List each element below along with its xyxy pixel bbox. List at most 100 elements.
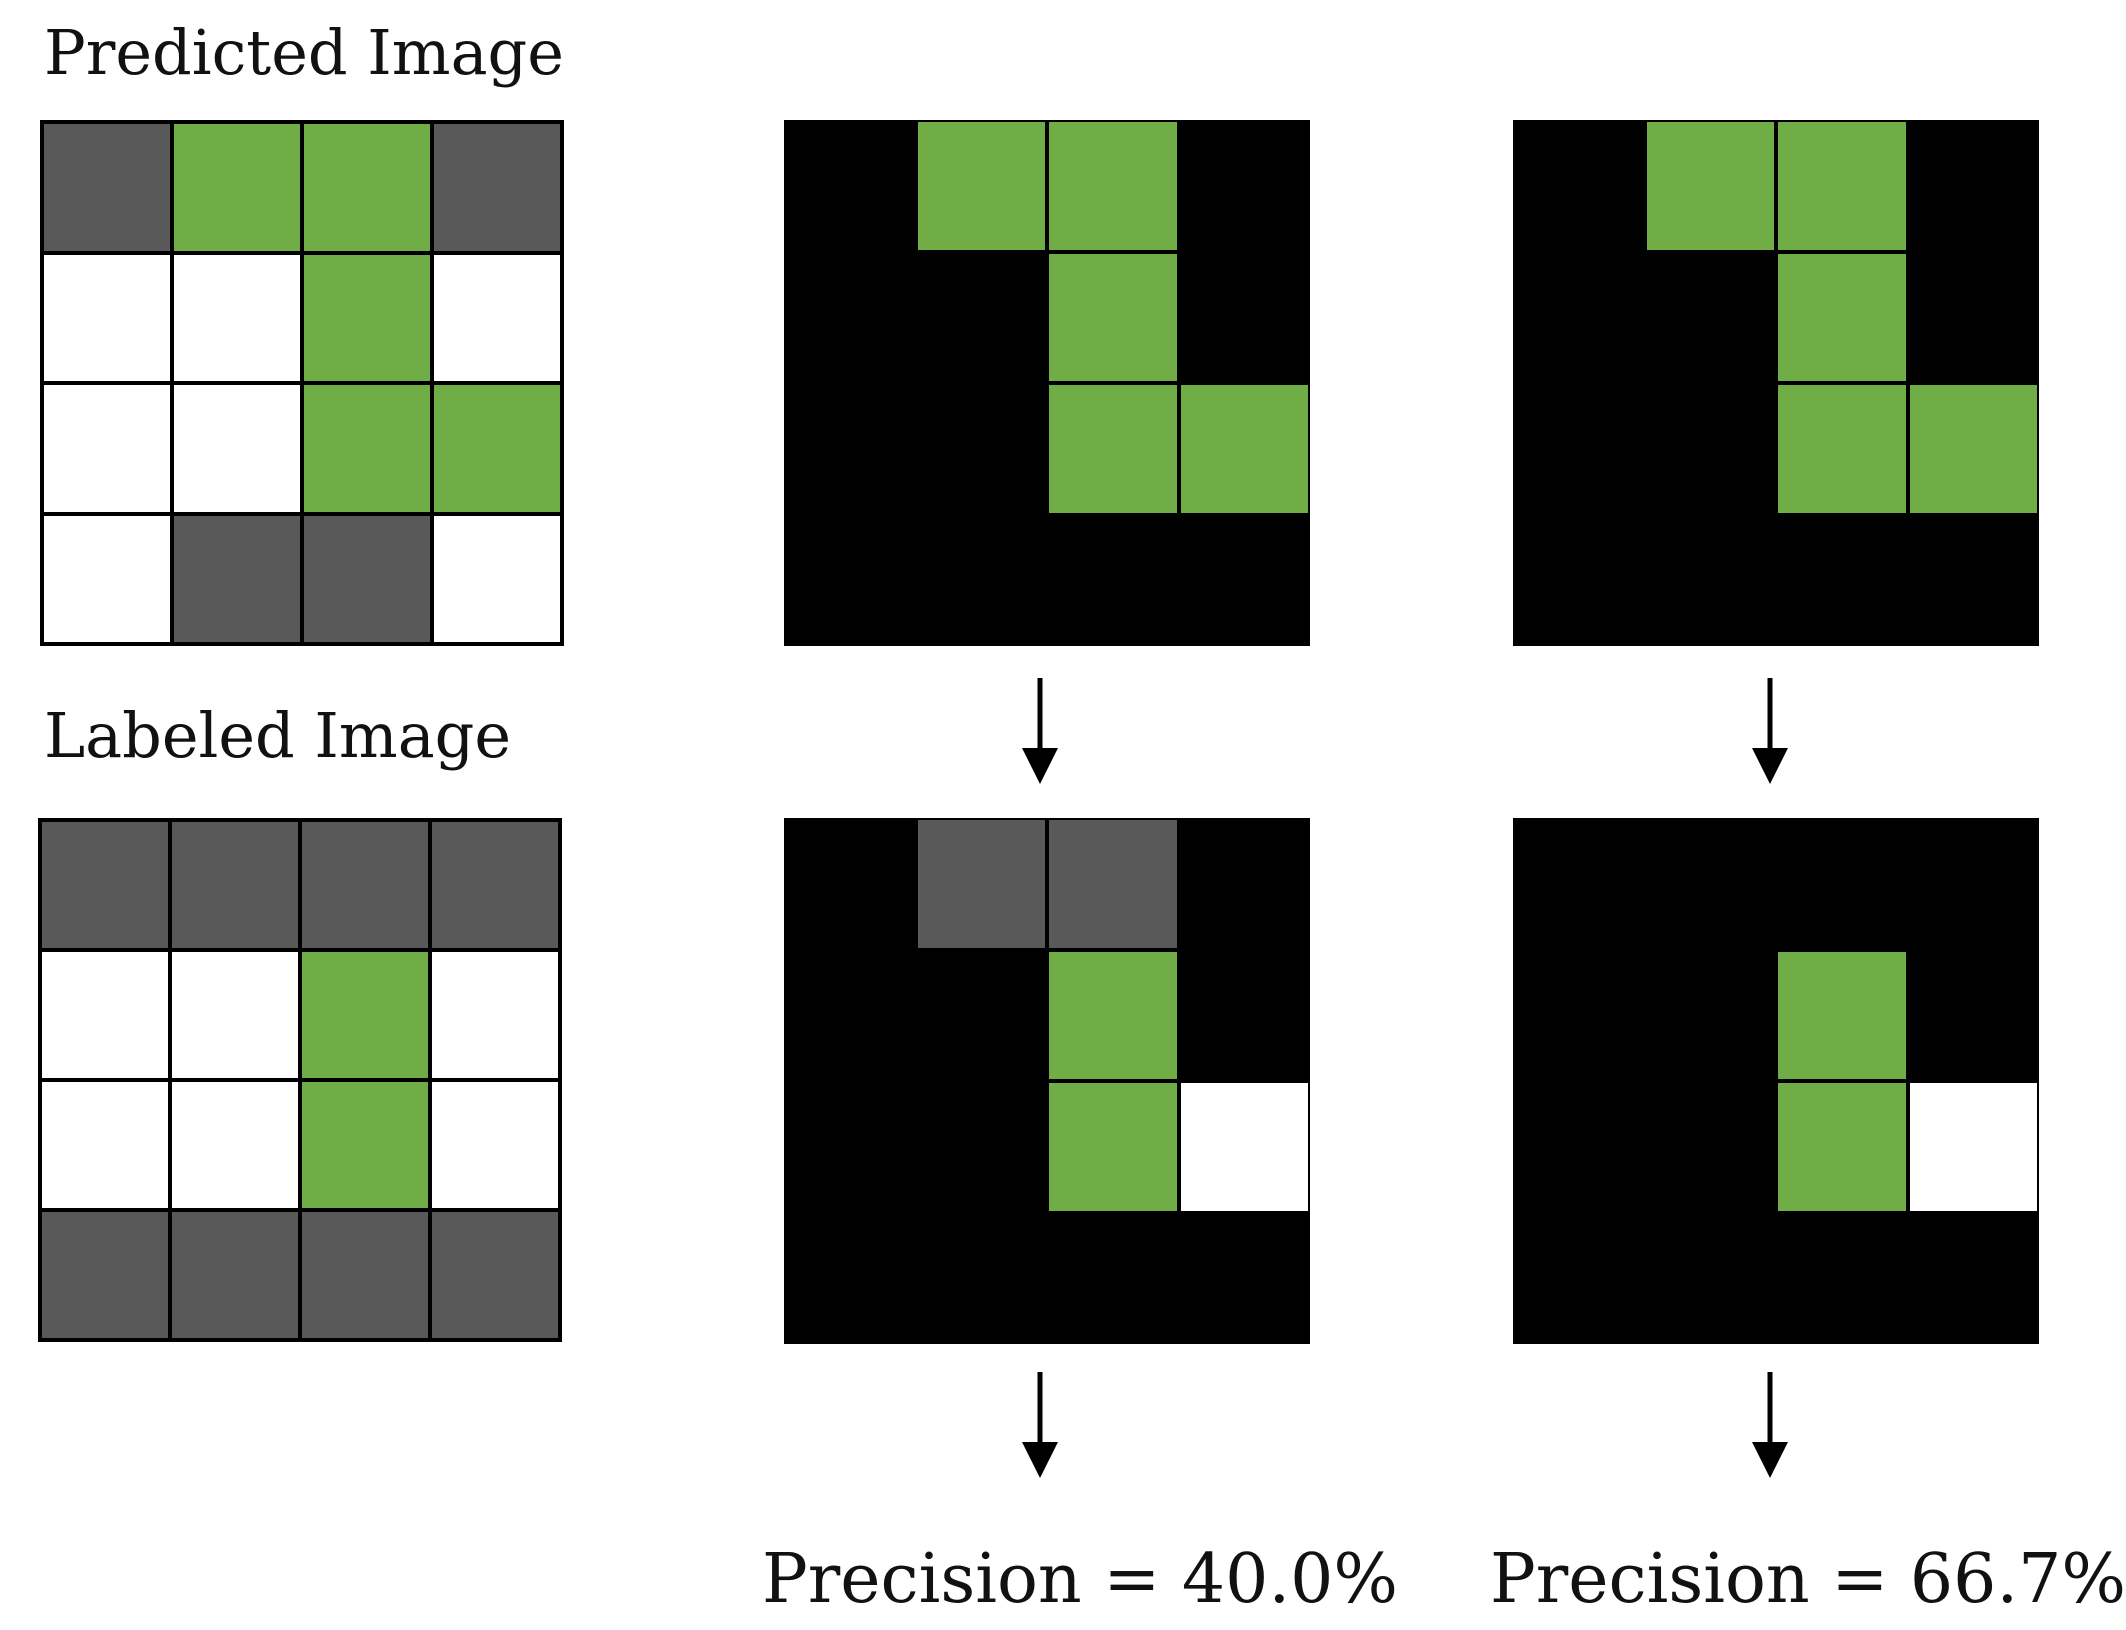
predicted-image-label: Predicted Image xyxy=(44,16,564,89)
middle-bottom-cell xyxy=(784,1212,916,1344)
middle-bottom-cell xyxy=(1047,1212,1179,1344)
middle-bottom-cell xyxy=(1047,949,1179,1081)
right-bottom-cell xyxy=(1513,818,1645,950)
labeled-cell xyxy=(432,952,558,1078)
middle-top-cell xyxy=(1047,514,1179,646)
right-top-cell xyxy=(1776,383,1908,515)
right-top-cell xyxy=(1907,383,2039,515)
middle-top-cell xyxy=(915,120,1047,252)
right-bottom-cell xyxy=(1776,1081,1908,1213)
middle-bottom-cell xyxy=(784,818,916,950)
predicted-cell xyxy=(304,124,430,251)
right-top-cell xyxy=(1644,120,1776,252)
middle-top-grid xyxy=(784,120,1310,646)
labeled-cell xyxy=(42,952,168,1078)
right-top-cell xyxy=(1907,120,2039,252)
right-top-cell xyxy=(1907,514,2039,646)
labeled-cell xyxy=(302,822,428,948)
middle-bottom-cell xyxy=(1178,818,1310,950)
middle-bottom-cell xyxy=(1047,818,1179,950)
predicted-cell xyxy=(434,254,560,381)
predicted-cell xyxy=(434,385,560,512)
labeled-cell xyxy=(172,952,298,1078)
middle-bottom-cell xyxy=(915,1081,1047,1213)
labeled-cell xyxy=(42,1082,168,1208)
right-top-cell xyxy=(1776,251,1908,383)
middle-top-cell xyxy=(1178,514,1310,646)
right-bottom-cell xyxy=(1776,818,1908,950)
predicted-cell xyxy=(44,254,170,381)
middle-bottom-cell xyxy=(1047,1081,1179,1213)
right-top-cell xyxy=(1644,383,1776,515)
middle-top-cell xyxy=(784,514,916,646)
right-top-cell xyxy=(1644,514,1776,646)
right-bottom-cell xyxy=(1776,949,1908,1081)
labeled-cell xyxy=(432,1212,558,1338)
right-bottom-grid xyxy=(1513,818,2039,1344)
right-bottom-cell xyxy=(1776,1212,1908,1344)
labeled-cell xyxy=(172,1212,298,1338)
arrow-down-icon xyxy=(1022,1372,1058,1478)
right-bottom-cell xyxy=(1907,818,2039,950)
middle-bottom-cell xyxy=(915,818,1047,950)
arrow-down-icon xyxy=(1752,1372,1788,1478)
predicted-cell xyxy=(174,124,300,251)
precision-left: Precision = 40.0% xyxy=(762,1540,1398,1619)
right-top-cell xyxy=(1513,251,1645,383)
middle-top-cell xyxy=(784,251,916,383)
right-bottom-cell xyxy=(1644,1212,1776,1344)
right-top-cell xyxy=(1776,514,1908,646)
right-bottom-cell xyxy=(1513,1081,1645,1213)
predicted-cell xyxy=(44,515,170,642)
middle-top-cell xyxy=(1047,383,1179,515)
right-top-cell xyxy=(1513,514,1645,646)
predicted-cell xyxy=(304,385,430,512)
labeled-image-label: Labeled Image xyxy=(44,699,512,772)
labeled-cell xyxy=(302,1082,428,1208)
labeled-cell xyxy=(172,822,298,948)
right-top-cell xyxy=(1513,383,1645,515)
middle-top-cell xyxy=(915,251,1047,383)
right-top-cell xyxy=(1513,120,1645,252)
labeled-cell xyxy=(432,1082,558,1208)
right-bottom-cell xyxy=(1644,818,1776,950)
right-bottom-cell xyxy=(1644,949,1776,1081)
labeled-cell xyxy=(302,1212,428,1338)
right-bottom-cell xyxy=(1513,949,1645,1081)
right-bottom-cell xyxy=(1907,949,2039,1081)
middle-bottom-cell xyxy=(915,1212,1047,1344)
right-bottom-cell xyxy=(1644,1081,1776,1213)
middle-top-cell xyxy=(784,383,916,515)
predicted-cell xyxy=(174,385,300,512)
right-bottom-cell xyxy=(1907,1081,2039,1213)
predicted-cell xyxy=(174,515,300,642)
right-top-cell xyxy=(1776,120,1908,252)
labeled-cell xyxy=(42,822,168,948)
middle-top-cell xyxy=(1178,383,1310,515)
right-bottom-cell xyxy=(1907,1212,2039,1344)
right-top-grid xyxy=(1513,120,2039,646)
middle-top-cell xyxy=(1178,120,1310,252)
middle-top-cell xyxy=(915,514,1047,646)
predicted-cell xyxy=(304,254,430,381)
middle-bottom-cell xyxy=(784,949,916,1081)
labeled-cell xyxy=(302,952,428,1078)
arrow-down-icon xyxy=(1752,678,1788,784)
middle-top-cell xyxy=(1047,120,1179,252)
labeled-cell xyxy=(432,822,558,948)
predicted-cell xyxy=(44,385,170,512)
predicted-cell xyxy=(44,124,170,251)
middle-bottom-cell xyxy=(1178,1212,1310,1344)
predicted-cell xyxy=(304,515,430,642)
predicted-cell xyxy=(434,515,560,642)
middle-bottom-cell xyxy=(915,949,1047,1081)
precision-right: Precision = 66.7% xyxy=(1490,1540,2126,1619)
predicted-image-grid xyxy=(40,120,564,646)
arrow-down-icon xyxy=(1022,678,1058,784)
right-top-cell xyxy=(1644,251,1776,383)
middle-top-cell xyxy=(784,120,916,252)
labeled-image-grid xyxy=(38,818,562,1342)
middle-top-cell xyxy=(915,383,1047,515)
right-top-cell xyxy=(1907,251,2039,383)
middle-top-cell xyxy=(1178,251,1310,383)
